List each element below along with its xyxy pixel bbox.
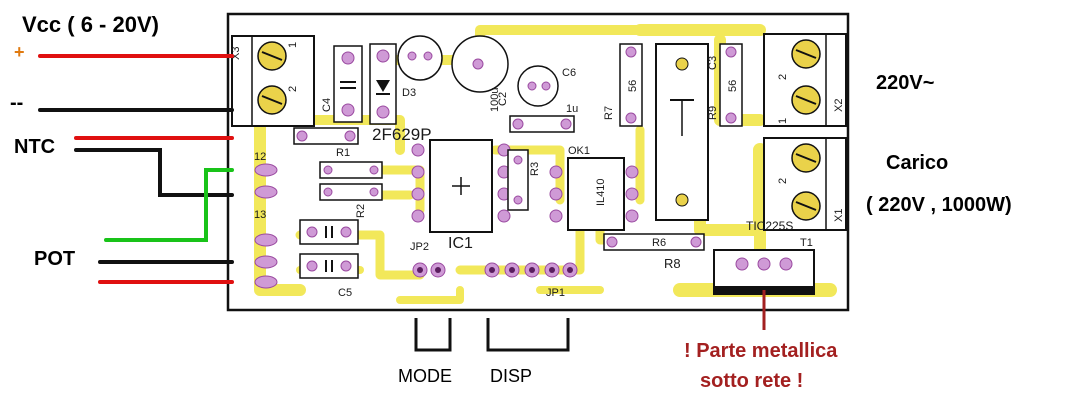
load-title: Carico xyxy=(886,152,949,174)
load-spec: ( 220V , 1000W) xyxy=(866,194,1012,216)
wire-pot-green xyxy=(104,168,234,242)
label-r9: R9 xyxy=(707,106,719,120)
mode-label: MODE xyxy=(398,366,452,386)
resistor-r6: R6 R8 xyxy=(603,233,705,271)
label-ic1: IC1 xyxy=(448,235,473,252)
label-c6: C6 xyxy=(562,67,576,79)
external-wires xyxy=(38,54,234,284)
mains-label: 220V~ xyxy=(876,72,935,94)
label-jp1: JP1 xyxy=(546,287,565,299)
triac-t1: TIC225S T1 xyxy=(713,219,815,330)
pot-label: POT xyxy=(34,248,76,270)
label-c4: C4 xyxy=(321,98,333,112)
label-opto: IL410 xyxy=(595,178,607,206)
ntc-label: NTC xyxy=(14,136,56,158)
capacitor-large xyxy=(655,43,709,221)
label-pad-12: 12 xyxy=(254,151,266,163)
label-triac: TIC225S xyxy=(746,219,793,233)
label-c5: C5 xyxy=(338,287,352,299)
label-x2-pin2: 2 xyxy=(777,74,789,80)
label-r7: R7 xyxy=(603,106,615,120)
label-x3-pin1: 1 xyxy=(287,42,299,48)
warning-line2: sotto rete ! xyxy=(700,370,804,392)
plus-label: + xyxy=(14,42,25,62)
disp-label: DISP xyxy=(490,366,533,386)
vcc-label: Vcc ( 6 - 20V) xyxy=(22,12,159,37)
capacitor-c6: C6 1u C2 xyxy=(497,65,578,115)
label-jp2: JP2 xyxy=(410,241,429,253)
label-ok1: OK1 xyxy=(568,145,590,157)
label-c3: C3 xyxy=(707,56,719,70)
diode-d3: D3 xyxy=(369,43,416,125)
capacitor-c1: C1 xyxy=(299,219,359,270)
label-r6: R6 xyxy=(652,237,666,249)
jumper-jp2: JP2 xyxy=(410,241,446,278)
label-r2: R2 xyxy=(355,204,367,218)
label-r3: R3 xyxy=(529,162,541,176)
label-c6-value: 1u xyxy=(566,103,578,115)
label-x3-pin2: 2 xyxy=(287,86,299,92)
terminal-block-x3: X3 1 2 xyxy=(230,35,315,127)
label-x2: X2 xyxy=(833,99,845,112)
left-pads: 12 13 xyxy=(254,151,278,289)
label-r8: R8 xyxy=(664,256,681,271)
label-t1: T1 xyxy=(800,237,813,249)
resistor-r9: R9 56 C3 xyxy=(707,43,743,127)
label-pad-13: 13 xyxy=(254,209,266,221)
capacitor-c4: C4 xyxy=(321,45,363,123)
terminal-block-x2: X2 2 1 xyxy=(763,33,847,127)
resistor-r2: R2 xyxy=(319,161,383,218)
regulator-round xyxy=(397,35,443,81)
label-x1-pin2: 2 xyxy=(777,178,789,184)
ic1-microcontroller: IC1 xyxy=(411,139,511,252)
minus-label: -- xyxy=(10,92,24,114)
capacitor-100u: 100u xyxy=(451,35,509,112)
resistor-r3: R3 xyxy=(507,149,541,211)
label-cap-100u: 100u xyxy=(489,88,501,112)
label-r7-value: 56 xyxy=(627,80,639,92)
label-r1: R1 xyxy=(336,147,350,159)
resistor-r5 xyxy=(509,115,575,133)
jumper-jp1: JP1 xyxy=(484,262,578,299)
warning-line1: ! Parte metallica xyxy=(684,340,838,362)
label-r9-value: 56 xyxy=(727,80,739,92)
wire-ntc-black xyxy=(74,148,234,197)
label-c2: C2 xyxy=(497,92,509,106)
resistor-r1: R1 xyxy=(293,127,359,159)
label-x1: X1 xyxy=(833,209,845,222)
label-x2-pin1: 1 xyxy=(777,118,789,124)
optocoupler-ok1: OK1 IL410 xyxy=(549,145,639,231)
label-d3: D3 xyxy=(402,87,416,99)
terminal-block-x1: X1 2 xyxy=(763,137,847,231)
capacitor-c5: C5 xyxy=(299,253,359,299)
bracket-mode xyxy=(414,318,452,352)
label-ic-part: 2F629P xyxy=(372,125,432,144)
bracket-disp xyxy=(486,318,570,352)
bottom-brackets xyxy=(414,318,570,352)
resistor-r7: R7 56 xyxy=(603,43,643,127)
